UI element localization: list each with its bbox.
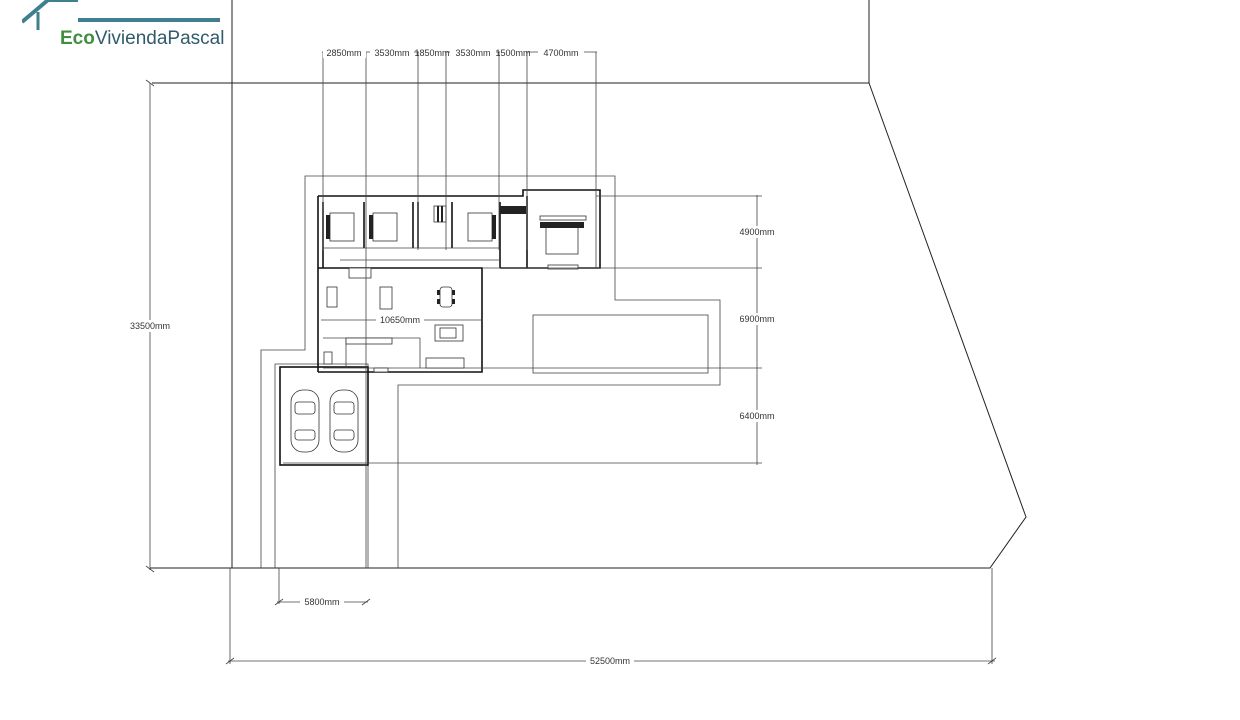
logo-prefix: Eco xyxy=(60,28,95,49)
garage-dimension: 5800mm xyxy=(274,568,371,608)
bottom-dimension: 52500mm xyxy=(225,568,997,667)
logo-wordmark: EcoViviendaPascal xyxy=(60,28,224,50)
dim-top-4: 3530mm xyxy=(455,48,490,58)
garage xyxy=(279,366,369,466)
swimming-pool xyxy=(532,314,709,374)
dim-left-total: 33500mm xyxy=(130,321,170,331)
company-logo: EcoViviendaPascal xyxy=(20,0,224,52)
dim-top-3: 1850mm xyxy=(414,48,449,58)
bedroom-furniture xyxy=(326,205,587,270)
dim-interior: 10650mm xyxy=(380,315,420,325)
dim-right-1: 4900mm xyxy=(739,227,774,237)
interior-dimension: 10650mm xyxy=(321,314,481,326)
dim-right-2: 6900mm xyxy=(739,314,774,324)
dim-top-6: 4700mm xyxy=(543,48,578,58)
left-dimension: 33500mm xyxy=(127,79,173,573)
car-icon xyxy=(329,389,359,453)
living-furniture xyxy=(323,267,465,373)
dim-garage-width: 5800mm xyxy=(304,597,339,607)
car-icon xyxy=(290,389,320,453)
dim-top-1: 2850mm xyxy=(326,48,361,58)
right-dimension-chain: 4900mm 6900mm 6400mm xyxy=(283,195,779,465)
logo-name: ViviendaPascal xyxy=(94,28,225,49)
dim-top-2: 3530mm xyxy=(374,48,409,58)
plot-boundary xyxy=(150,0,1027,569)
top-dimension-chain: 2850mm 3530mm 1850mm 3530mm 1500mm 4700m… xyxy=(322,46,597,568)
dim-bottom-total: 52500mm xyxy=(590,656,630,666)
dim-top-5: 1500mm xyxy=(495,48,530,58)
paving-outline xyxy=(260,175,721,568)
dim-right-3: 6400mm xyxy=(739,411,774,421)
